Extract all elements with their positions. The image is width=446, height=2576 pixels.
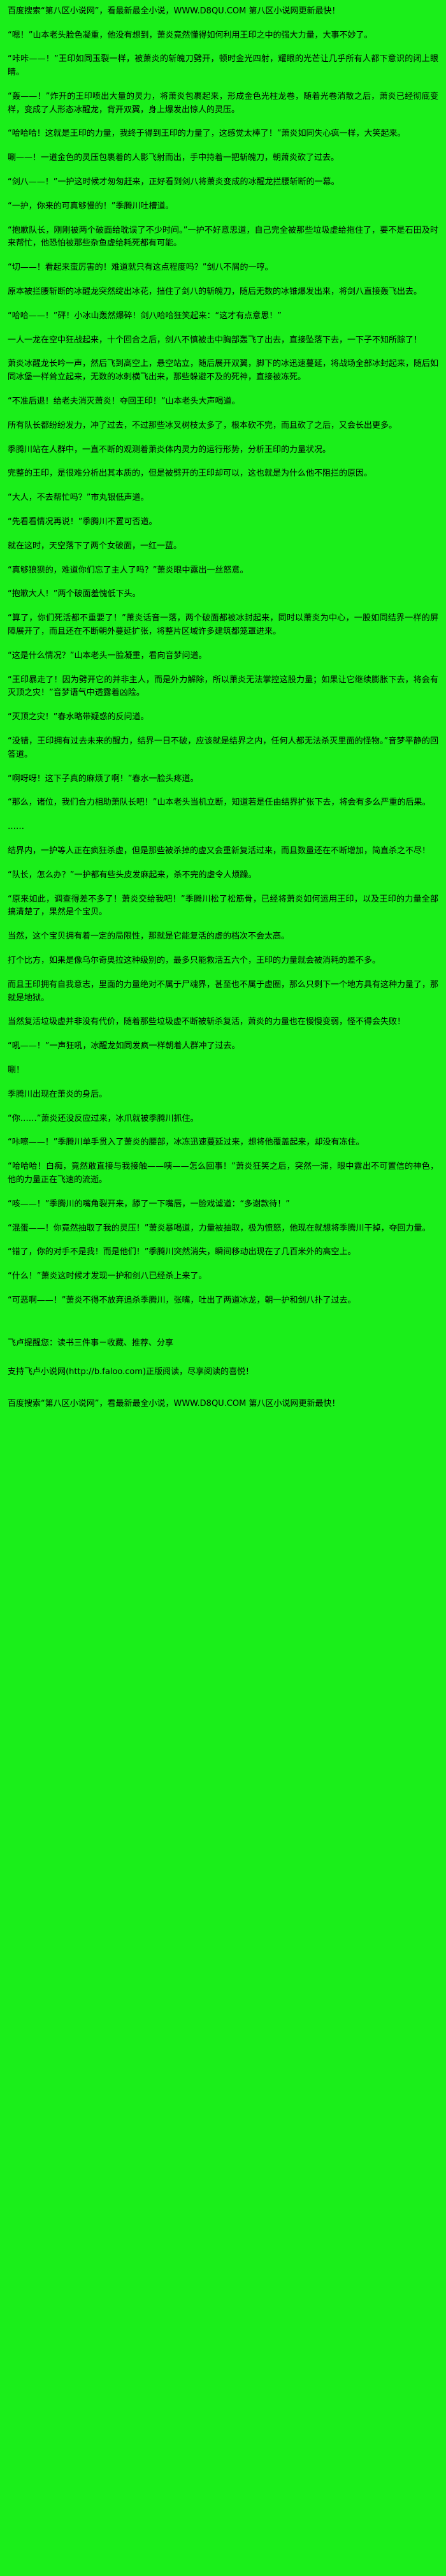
footer-support-prefix: 支持飞卢小说网( [8,1367,69,1377]
novel-paragraph: “剑八——！”一护这时候才匆匆赶来，正好看到剑八将萧炎变成的冰醒龙拦腰斩断的一幕… [8,177,340,187]
footer-support: 支持飞卢小说网(http://b.faloo.com)正版阅读，尽享阅读的喜悦！ [8,1366,438,1379]
novel-paragraph: 所有队长都纷纷发力，冲了过去，不过那些冰叉树枝太多了，根本砍不完，而且砍了之后，… [8,420,398,430]
novel-paragraph: 原本被拦腰斩断的冰醒龙突然绽出冰花，挡住了剑八的斩魄刀，随后无数的冰锥爆发出来，… [8,287,422,297]
novel-paragraph: “原来如此，调查得差不多了！萧炎交给我吧！”季腾川松了松筋骨，已经将萧炎如何运用… [8,894,438,918]
footer-support-suffix: )正版阅读，尽享阅读的喜悦！ [143,1367,254,1377]
novel-paragraph: “队长，怎么办？”一护都有些头皮发麻起来，杀不完的虚令人烦躁。 [8,870,257,880]
novel-paragraph: “咔嚓——！”季腾川单手贯入了萧炎的腰部，冰冻迅速蔓延过来，想将他覆盖起来，却没… [8,1138,364,1148]
novel-paragraph: “先看看情况再说！”季腾川不置可否道。 [8,517,157,527]
novel-paragraph: “真够狼狈的，难道你们忘了主人了吗？”萧炎眼中露出一丝怒意。 [8,565,248,575]
faloo-site-link[interactable]: http://b.faloo.com [69,1367,143,1377]
novel-paragraph: “没错，王印拥有过去未来的醒力，结界一日不破，应该就是结界之内，任何人都无法杀灭… [8,736,438,759]
novel-paragraph: “嗯！”山本老头脸色凝重，他没有想到，萧炎竟然懂得如何利用王印之中的强大力量，大… [8,30,373,40]
novel-paragraph: “咳——！”季腾川的嘴角裂开来，舔了一下嘴唇，一脸戏谑道：“多谢款待！” [8,1199,290,1209]
novel-paragraph: “什么！”萧炎这时候才发现一护和剑八已经杀上来了。 [8,1271,207,1282]
novel-paragraph: 唰！ [8,1065,25,1075]
novel-paragraph: “一护，你来的可真够慢的！”季腾川吐槽道。 [8,201,174,211]
novel-paragraph: 完整的王印，是很难分析出其本质的，但是被劈开的王印却可以，这也就是为什么他不阻拦… [8,469,373,479]
novel-paragraph: “错了，你的对手不是我！而是他们！”季腾川突然消失，瞬间移动出现在了几百米外的高… [8,1247,356,1257]
novel-paragraph: “那么，诸位，我们合力相助萧队长吧！”山本老头当机立断，知道若是任由结界扩张下去… [8,798,431,808]
novel-paragraph: “不准后退！给老夫消灭萧炎！夺回王印！”山本老头大声喝道。 [8,397,240,407]
novel-paragraph: …… [8,822,24,832]
novel-paragraph: 就在这时，天空落下了两个女破面，一红一蓝。 [8,541,182,551]
novel-paragraph: 季腾川出现在萧炎的身后。 [8,1089,108,1099]
novel-paragraph: 当然复活垃圾虚并非没有代价，随着那些垃圾虚不断被斩杀复活，萧炎的力量也在慢慢变弱… [8,1017,406,1027]
novel-paragraph: “哈哈——！”砰！小冰山轰然爆碎！剑八哈哈狂笑起来：“这才有点意思！” [8,311,282,321]
novel-paragraph: “抱歉队长，刚刚被两个破面给耽误了不少时间。”一护不好意思道，自己完全被那些垃圾… [8,225,438,249]
novel-paragraph: “可恶啊——！”萧炎不得不放弃追杀季腾川，张嘴，吐出了两道冰龙，朝一护和剑八扑了… [8,1295,356,1305]
novel-paragraph: “王印暴走了！因为劈开它的并非主人，而是外力解除，所以萧炎无法掌控这股力量；如果… [8,675,438,698]
novel-paragraph: “灭顶之灾！”春水略带疑惑的反问道。 [8,712,149,722]
header-promo: 百度搜索“第八区小说网”，看最新最全小说，WWW.D8QU.COM 第八区小说网… [8,6,340,16]
footer-reminder: 飞卢提醒您：读书三件事－收藏、推荐、分享 [8,1338,174,1348]
novel-paragraph: 唰——！一道金色的灵压包裹着的人影飞射而出，手中持着一把斩魄刀，朝萧炎砍了过去。 [8,153,340,163]
novel-paragraph: “算了，你们死活都不重要了！”萧炎话音一落，两个破面都被冰封起来，同时以萧炎为中… [8,613,438,637]
novel-paragraph: “哈哈哈！白痴，竟然敢直接与我接触——咦——怎么回事！”萧炎狂笑之后，突然一滞，… [8,1162,438,1185]
novel-paragraph: 季腾川站在人群中，一直不断的观测着萧炎体内灵力的运行形势，分析王印的力量状况。 [8,444,331,455]
novel-paragraph: “混蛋——！你竟然抽取了我的灵压！”萧炎暴喝道，力量被抽取，极为愤怒，他现在就想… [8,1223,431,1233]
novel-paragraph: 打个比方，如果是像乌尔奇奥拉这种级别的，最多只能救活五六个，王印的力量就会被消耗… [8,955,381,965]
novel-paragraph: 而且王印拥有自我意志，里面的力量绝对不属于尸魂界，甚至也不属于虚圈，那么只剩下一… [8,979,439,1003]
novel-paragraph: “这是什么情况？”山本老头一脸凝重，看向音梦问道。 [8,650,207,661]
page-footer: 飞卢提醒您：读书三件事－收藏、推荐、分享 支持飞卢小说网(http://b.fa… [8,1337,438,1410]
novel-paragraph: “切——！看起来蛮厉害的！难道就只有这点程度吗？”剑八不屑的一哼。 [8,263,273,273]
novel-paragraph: “抱歉大人！”两个破面羞愧低下头。 [8,589,141,599]
novel-content: “嗯！”山本老头脸色凝重，他没有想到，萧炎竟然懂得如何利用王印之中的强大力量，大… [8,29,438,1308]
novel-paragraph: “吼——！”一声狂吼，冰醒龙如同发疯一样朝着人群冲了过去。 [8,1041,240,1051]
novel-paragraph: “大人，不去帮忙吗？”市丸银低声道。 [8,493,149,503]
novel-paragraph: “轰——！”炸开的王印喷出大量的灵力，将萧炎包裹起来，形成金色光柱龙卷，随着光卷… [8,91,438,115]
novel-paragraph: “你……”萧炎还没反应过来，冰爪就被季腾川抓住。 [8,1113,199,1123]
novel-paragraph: 一人一龙在空中狂战起来，十个回合之后，剑八不慎被击中胸部轰飞了出去，直接坠落下去… [8,335,422,345]
novel-paragraph: 结界内，一护等人正在疯狂杀虚，但是那些被杀掉的虚又会重新复活过来，而且数量还在不… [8,845,431,856]
novel-paragraph: “咔咔——！”王印如同玉裂一样，被萧炎的斩魄刀劈开，顿时金光四射，耀眼的光芒让几… [8,54,438,78]
novel-paragraph: 萧炎冰醒龙长吟一声，然后飞到高空上，悬空站立，随后展开双翼，脚下的冰迅速蔓延，将… [8,359,439,383]
novel-paragraph: 当然，这个宝贝拥有着一定的局限性，那就是它能复活的虚的档次不会太高。 [8,932,290,942]
novel-paragraph: “啊呀呀！这下子真的麻烦了啊！”春水一脸头疼道。 [8,773,199,784]
novel-paragraph: “哈哈哈！这就是王印的力量，我终于得到王印的力量了，这感觉太棒了！”萧炎如同失心… [8,129,406,139]
footer-promo: 百度搜索“第八区小说网”，看最新最全小说，WWW.D8QU.COM 第八区小说网… [8,1398,340,1409]
